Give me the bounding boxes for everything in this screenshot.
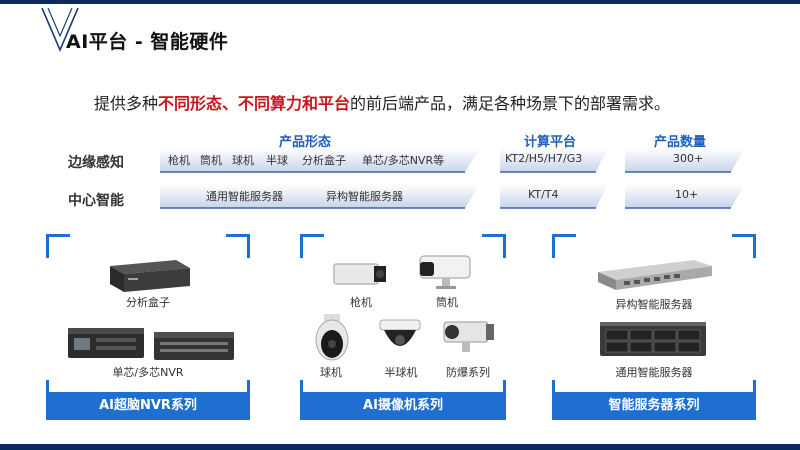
- nvr-multi-icon: [154, 332, 234, 360]
- page-title: AI平台 - 智能硬件: [66, 31, 229, 53]
- form-item: 异构智能服务器: [326, 190, 403, 203]
- form-item: 球机: [232, 154, 254, 167]
- bottom-bar: [0, 444, 800, 450]
- card-nvr[interactable]: 分析盒子 单芯/多芯NVR AI超脑NVR系列: [46, 234, 250, 420]
- band-center-platform: KT/T4: [500, 184, 608, 210]
- band-edge-platform: KT2/H5/H7/G3: [500, 148, 608, 174]
- product-label: 分析盒子: [126, 296, 170, 309]
- header-form: 产品形态: [278, 135, 331, 150]
- form-item: 半球: [266, 154, 288, 167]
- band-center-count: 10+: [625, 184, 745, 210]
- ptz-dome-camera-icon: [315, 314, 349, 361]
- band-edge-count: 300+: [625, 148, 745, 174]
- product-label: 筒机: [436, 296, 458, 309]
- server-series-button[interactable]: 智能服务器系列: [552, 392, 756, 420]
- card-servers[interactable]: 异构智能服务器 通用智能服务器 智能服务器系列: [552, 234, 756, 420]
- heterogeneous-server-icon: [598, 260, 712, 290]
- v-logo-icon: [41, 7, 79, 52]
- camera-series-button[interactable]: AI摄像机系列: [300, 392, 506, 420]
- subtitle-highlight: 不同形态、不同算力和平台: [158, 94, 351, 113]
- product-label: 半球机: [384, 366, 418, 379]
- header-platform: 计算平台: [523, 135, 576, 150]
- explosion-proof-camera-icon: [443, 321, 494, 352]
- band-edge-form: 枪机 筒机 球机 半球 分析盒子 单芯/多芯NVR等: [160, 148, 480, 174]
- form-item: 枪机: [168, 154, 190, 167]
- product-label: 枪机: [350, 296, 372, 309]
- half-dome-camera-icon: [379, 319, 421, 346]
- form-item: 通用智能服务器: [206, 190, 283, 203]
- page-subtitle: 提供多种不同形态、不同算力和平台的前后端产品，满足各种场景下的部署需求。: [94, 90, 670, 114]
- general-server-icon: [600, 322, 706, 356]
- top-bar: [0, 0, 800, 4]
- product-label: 单芯/多芯NVR: [112, 366, 184, 379]
- row-label-edge: 边缘感知: [68, 155, 124, 171]
- form-item: 筒机: [200, 154, 222, 167]
- product-label: 球机: [320, 366, 342, 379]
- subtitle-suffix: 的前后端产品，满足各种场景下的部署需求。: [350, 94, 671, 113]
- product-label: 异构智能服务器: [615, 298, 693, 311]
- product-label: 防爆系列: [446, 366, 490, 379]
- subtitle-prefix: 提供多种: [94, 94, 159, 113]
- bullet-box-camera-icon: [333, 263, 386, 285]
- tube-camera-icon: [419, 255, 471, 289]
- nvr-series-button[interactable]: AI超脑NVR系列: [46, 392, 250, 420]
- card-cameras[interactable]: 枪机 筒机 球机 半球机 防爆系列 AI摄像机系列: [300, 234, 506, 420]
- band-center-form: 通用智能服务器 异构智能服务器: [160, 184, 480, 210]
- row-label-center: 中心智能: [68, 193, 124, 209]
- analysis-box-icon: [110, 260, 190, 292]
- platform-value: KT/T4: [528, 188, 559, 201]
- form-item: 单芯/多芯NVR等: [362, 154, 445, 167]
- product-label: 通用智能服务器: [615, 366, 693, 379]
- nvr-single-icon: [68, 328, 144, 358]
- header-count: 产品数量: [653, 135, 706, 150]
- count-value: 10+: [675, 188, 699, 201]
- count-value: 300+: [673, 152, 704, 165]
- platform-value: KT2/H5/H7/G3: [505, 152, 583, 165]
- form-item: 分析盒子: [302, 154, 346, 167]
